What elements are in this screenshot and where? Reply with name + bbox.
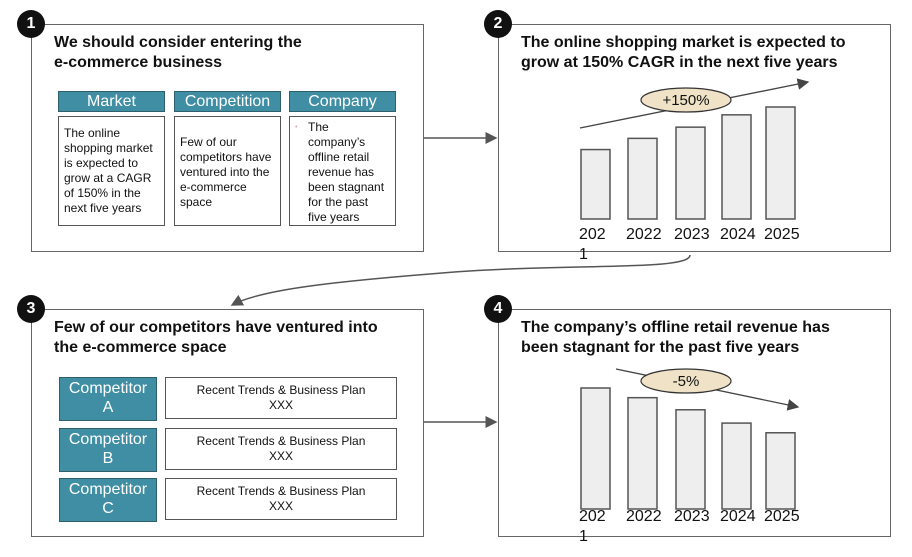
panel-4-title: The company’s offline retail revenue has… bbox=[521, 319, 830, 356]
step-badge-1: 1 bbox=[17, 10, 45, 38]
tick-label-2024: 2024 bbox=[720, 226, 756, 243]
bar-2022 bbox=[627, 396, 658, 510]
company-header: Company bbox=[289, 91, 396, 112]
company-text: • The company’s offline retail revenue h… bbox=[289, 116, 396, 226]
market-header: Market bbox=[58, 91, 165, 112]
bar-2021 bbox=[580, 148, 611, 220]
bar-2025 bbox=[765, 432, 796, 510]
competition-header: Competition bbox=[174, 91, 281, 112]
bar-2025 bbox=[765, 106, 796, 220]
bar-2024 bbox=[721, 422, 752, 510]
bar-2022 bbox=[627, 137, 658, 220]
tick-label-2025: 2025 bbox=[764, 508, 800, 525]
bar-2023 bbox=[675, 409, 706, 510]
market-text: The online shopping market is expected t… bbox=[58, 116, 165, 226]
bar-2023 bbox=[675, 126, 706, 220]
bar-2024 bbox=[721, 114, 752, 220]
panel-3-title: Few of our competitors have ventured int… bbox=[54, 319, 378, 356]
panel-1-title: We should consider entering the e-commer… bbox=[54, 34, 302, 71]
step-badge-3: 3 bbox=[17, 295, 45, 323]
tick-label-2023: 2023 bbox=[674, 226, 710, 243]
annotation-pill bbox=[640, 87, 732, 113]
bullet-icon: • bbox=[295, 124, 298, 131]
arrow-panel2-to-panel3 bbox=[230, 254, 691, 306]
competition-text: Few of our competitors have ventured int… bbox=[174, 116, 281, 226]
tick-label-2022: 2022 bbox=[626, 508, 662, 525]
bar-2021 bbox=[580, 387, 611, 510]
step-badge-4: 4 bbox=[484, 295, 512, 323]
panel-2-title: The online shopping market is expected t… bbox=[521, 34, 846, 71]
tick-label-2024: 2024 bbox=[720, 508, 756, 525]
tick-label-2023: 2023 bbox=[674, 508, 710, 525]
annotation-label: -5% bbox=[673, 373, 700, 390]
tick-label-2025: 2025 bbox=[764, 226, 800, 243]
tick-label-2022: 2022 bbox=[626, 226, 662, 243]
annotation-pill bbox=[640, 368, 732, 394]
annotation-label: +150% bbox=[662, 92, 709, 109]
step-badge-2: 2 bbox=[484, 10, 512, 38]
